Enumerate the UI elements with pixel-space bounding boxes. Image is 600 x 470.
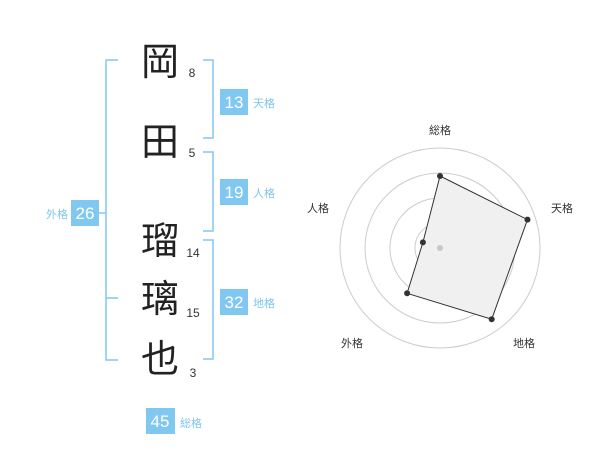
name-char-1: 岡 [141, 40, 179, 84]
soukaku-label: 総格 [180, 416, 202, 430]
radar-axis-label-1: 総格 [429, 123, 451, 137]
radar-polygon [406, 175, 529, 320]
gaikaku-value: 26 [76, 204, 95, 223]
chikaku-label: 地格 [253, 296, 275, 310]
radar-center-dot [437, 245, 443, 251]
radar-point-5 [419, 239, 426, 246]
stroke-count-2: 5 [189, 146, 196, 160]
tenkaku-bracket [203, 59, 214, 139]
chikaku-badge [220, 289, 248, 315]
gaikaku-badge [71, 200, 99, 226]
jinkaku-badge [220, 179, 248, 205]
gaikaku-bracket [105, 59, 118, 361]
radar-axis-label-3: 地格 [513, 336, 535, 350]
radar-points [404, 173, 531, 323]
tenkaku-label: 天格 [253, 96, 275, 110]
jinkaku-label: 人格 [253, 186, 275, 200]
stroke-count-1: 8 [189, 66, 196, 80]
chikaku-value: 32 [225, 293, 244, 312]
stroke-count-4: 15 [186, 306, 200, 320]
radar-chart: 総格 天格 地格 外格 人格 [307, 123, 573, 350]
stroke-count-3: 14 [186, 246, 200, 260]
soukaku-value: 45 [151, 412, 170, 431]
radar-point-3 [488, 316, 495, 323]
stroke-count-5: 3 [190, 366, 197, 380]
radar-point-2 [524, 216, 531, 223]
radar-axis-label-5: 人格 [307, 201, 329, 215]
chikaku-bracket [203, 239, 214, 360]
jinkaku-value: 19 [225, 183, 244, 202]
jinkaku-bracket [203, 151, 214, 232]
tenkaku-badge [220, 89, 248, 115]
name-char-4: 璃 [141, 277, 179, 321]
name-char-3: 瑠 [141, 219, 179, 263]
radar-axis-label-4: 外格 [341, 336, 363, 350]
soukaku-badge [146, 408, 175, 434]
radar-point-4 [404, 290, 411, 297]
gaikaku-label: 外格 [46, 207, 68, 221]
radar-point-1 [437, 173, 443, 179]
radar-axis-label-2: 天格 [551, 201, 573, 215]
tenkaku-value: 13 [225, 93, 244, 112]
name-char-5: 也 [141, 337, 179, 381]
name-char-2: 田 [141, 120, 179, 164]
radar-ring-4 [339, 147, 541, 349]
